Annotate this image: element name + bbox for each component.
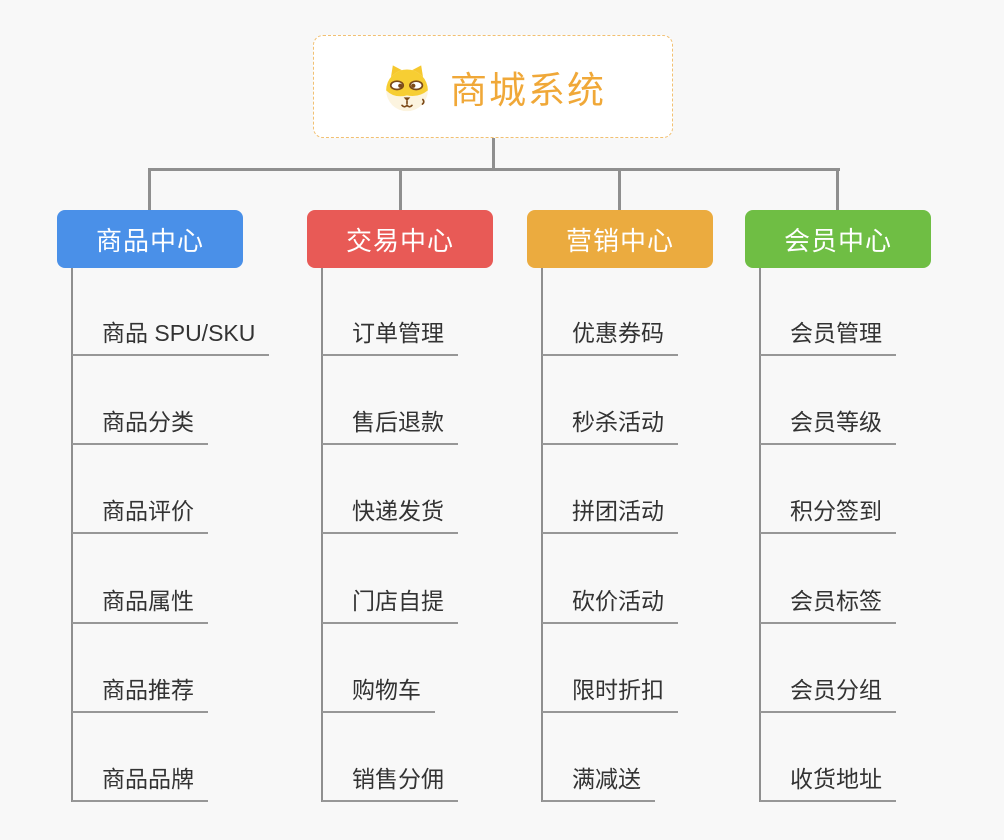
leaf-node[interactable]: 拼团活动 bbox=[542, 498, 678, 534]
branch-product-center: 商品中心 商品 SPU/SKU 商品分类 商品评价 商品属性 商品推荐 商品品牌 bbox=[57, 210, 307, 820]
leaf-node[interactable]: 商品属性 bbox=[72, 588, 208, 624]
root-title: 商城系统 bbox=[450, 69, 606, 111]
leaf-node[interactable]: 商品分类 bbox=[72, 409, 208, 445]
leaf-node[interactable]: 商品推荐 bbox=[72, 677, 208, 713]
connector-drop-marketing bbox=[618, 170, 621, 211]
branch-trade-center: 交易中心 订单管理 售后退款 快递发货 门店自提 购物车 销售分佣 bbox=[307, 210, 557, 820]
leaf-node[interactable]: 门店自提 bbox=[322, 588, 458, 624]
leaf-node[interactable]: 限时折扣 bbox=[542, 677, 678, 713]
connector-root-stem bbox=[492, 138, 495, 169]
connector-drop-trade bbox=[399, 170, 402, 211]
branch-header-member[interactable]: 会员中心 bbox=[745, 210, 931, 268]
leaf-node[interactable]: 售后退款 bbox=[322, 409, 458, 445]
leaf-node[interactable]: 商品评价 bbox=[72, 498, 208, 534]
leaf-node[interactable]: 砍价活动 bbox=[542, 588, 678, 624]
leaf-node[interactable]: 积分签到 bbox=[760, 498, 896, 534]
branch-marketing-center: 营销中心 优惠券码 秒杀活动 拼团活动 砍价活动 限时折扣 满减送 bbox=[527, 210, 777, 820]
leaf-node[interactable]: 购物车 bbox=[322, 677, 435, 713]
branch-header-trade[interactable]: 交易中心 bbox=[307, 210, 493, 268]
branch-trunk-line bbox=[71, 268, 73, 802]
leaf-node[interactable]: 会员分组 bbox=[760, 677, 896, 713]
leaf-node[interactable]: 满减送 bbox=[542, 766, 655, 802]
leaf-node[interactable]: 订单管理 bbox=[322, 320, 458, 356]
leaf-node[interactable]: 会员等级 bbox=[760, 409, 896, 445]
connector-horizontal-bar bbox=[148, 168, 840, 171]
connector-drop-product bbox=[148, 170, 151, 211]
leaf-node[interactable]: 秒杀活动 bbox=[542, 409, 678, 445]
root-node[interactable]: 商城系统 bbox=[313, 35, 673, 138]
branch-trunk-line bbox=[759, 268, 761, 802]
leaf-node[interactable]: 销售分佣 bbox=[322, 766, 458, 802]
branch-header-product[interactable]: 商品中心 bbox=[57, 210, 243, 268]
leaf-node[interactable]: 收货地址 bbox=[760, 766, 896, 802]
leaf-node[interactable]: 会员管理 bbox=[760, 320, 896, 356]
leaf-node[interactable]: 优惠券码 bbox=[542, 320, 678, 356]
leaf-node[interactable]: 快递发货 bbox=[322, 498, 458, 534]
branch-header-marketing[interactable]: 营销中心 bbox=[527, 210, 713, 268]
branch-trunk-line bbox=[541, 268, 543, 802]
connector-drop-member bbox=[836, 170, 839, 211]
leaf-node[interactable]: 商品 SPU/SKU bbox=[72, 320, 270, 356]
dog-face-icon bbox=[380, 62, 434, 112]
leaf-node[interactable]: 会员标签 bbox=[760, 588, 896, 624]
branch-trunk-line bbox=[321, 268, 323, 802]
branch-member-center: 会员中心 会员管理 会员等级 积分签到 会员标签 会员分组 收货地址 bbox=[745, 210, 995, 820]
leaf-node[interactable]: 商品品牌 bbox=[72, 766, 208, 802]
